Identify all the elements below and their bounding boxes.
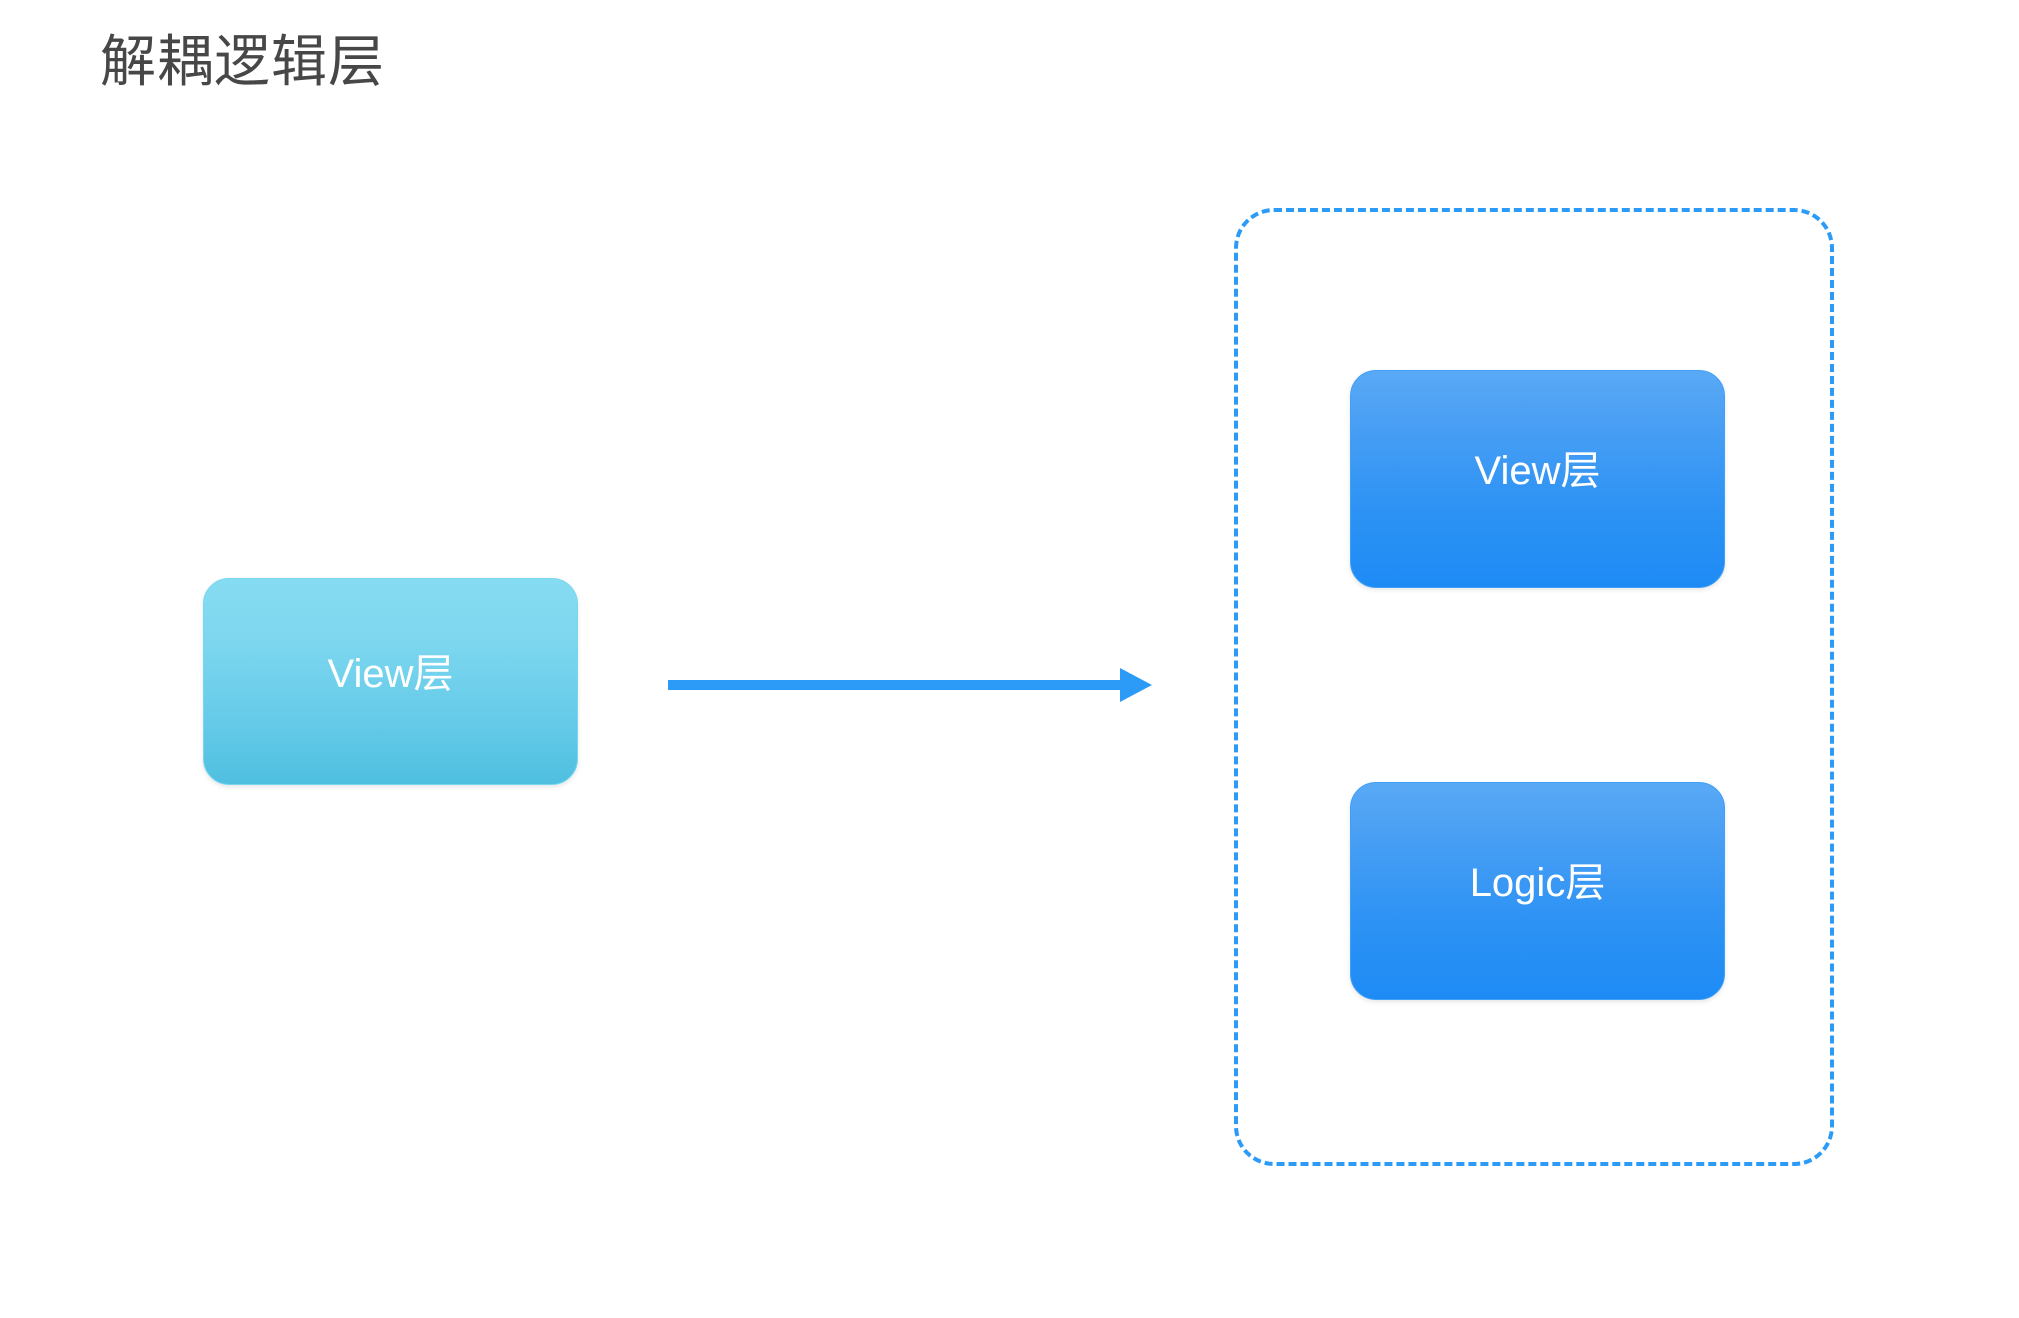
- node-view-before-label: View层: [327, 651, 454, 696]
- node-view-after[interactable]: View层: [1350, 370, 1725, 588]
- node-logic-after-label: Logic层: [1469, 861, 1606, 905]
- arrow-right-svg: [668, 668, 1152, 702]
- page-title: 解耦逻辑层: [100, 30, 385, 93]
- arrow-shape: [668, 668, 1152, 702]
- node-view-before[interactable]: View层: [203, 578, 578, 785]
- node-logic-after[interactable]: Logic层: [1350, 782, 1725, 1000]
- arrow-right-icon: [664, 650, 1156, 720]
- node-view-after-label: View层: [1474, 449, 1601, 493]
- after-group-container: [1234, 208, 1834, 1166]
